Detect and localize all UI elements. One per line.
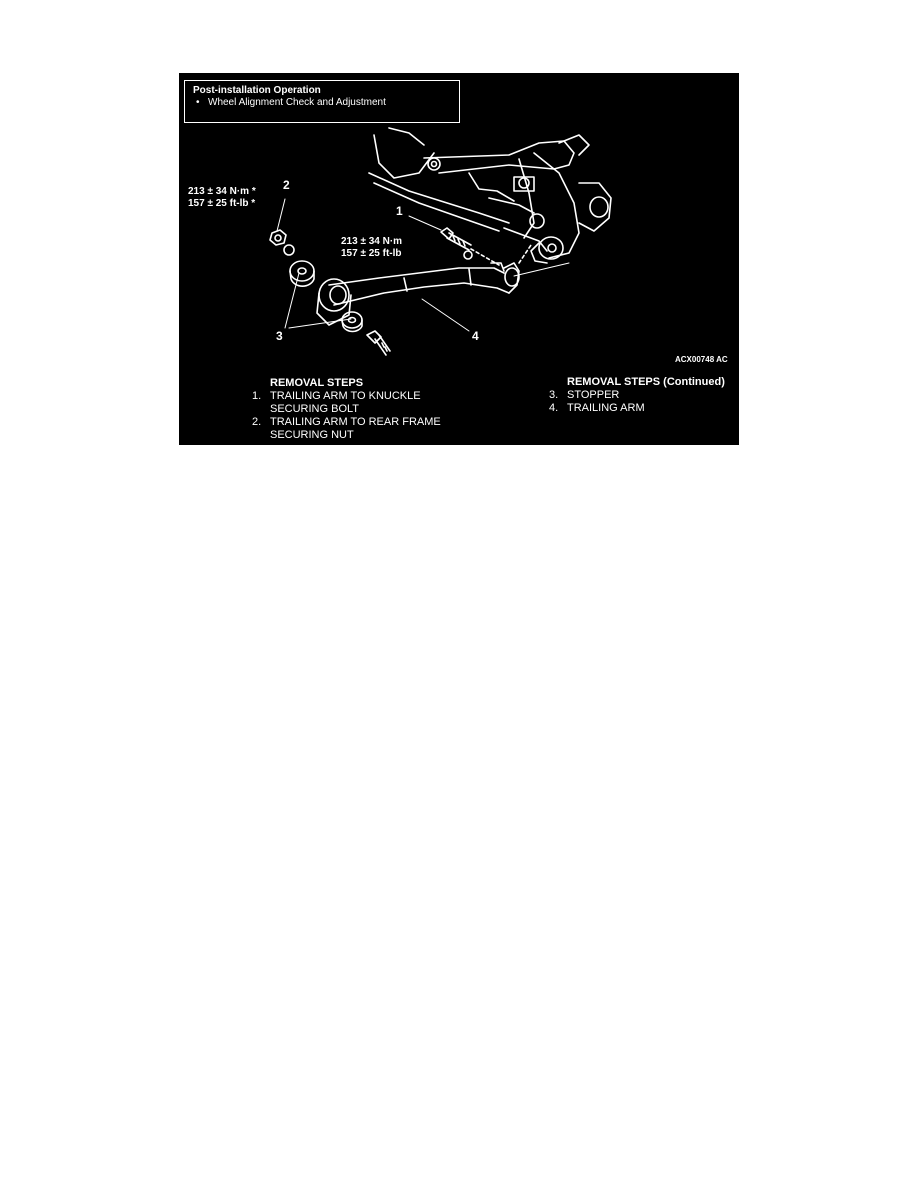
securing-nut-drawing — [269, 229, 295, 256]
knuckle-bushing-drawing — [530, 236, 564, 264]
trailing-arm-diagram: Post-installation Operation Wheel Alignm… — [179, 73, 739, 445]
removal-step-number: 1. — [252, 390, 262, 402]
torque-center-nm: 213 ± 34 N·m — [341, 236, 403, 247]
removal-steps-continued-heading: REMOVAL STEPS (Continued) — [567, 376, 725, 388]
leader-lines — [276, 198, 570, 332]
torque-left-ftlb: 157 ± 25 ft-lb * — [188, 198, 256, 209]
trailing-arm-drawing — [316, 262, 520, 326]
removal-step-4: 4. TRAILING ARM — [549, 402, 725, 415]
removal-step-1: 1. TRAILING ARM TO KNUCKLE SECURING BOLT — [252, 390, 441, 416]
removal-step-text: TRAILING ARM TO KNUCKLE SECURING BOLT — [270, 390, 421, 415]
removal-steps-continued: REMOVAL STEPS (Continued) 3. STOPPER 4. … — [549, 376, 725, 415]
post-installation-note: Post-installation Operation Wheel Alignm… — [184, 80, 460, 123]
removal-step-number: 3. — [549, 389, 559, 401]
knuckle-assembly-drawing — [368, 127, 612, 259]
removal-step-text: TRAILING ARM — [567, 402, 645, 414]
alignment-dash-lines — [470, 244, 532, 266]
removal-step-text: TRAILING ARM TO REAR FRAME SECURING NUT — [270, 416, 441, 441]
post-installation-item: Wheel Alignment Check and Adjustment — [193, 97, 459, 109]
removal-step-text: STOPPER — [567, 389, 620, 401]
removal-step-number: 2. — [252, 416, 262, 428]
figure-code: ACX00748 AC — [675, 355, 728, 364]
callout-4: 4 — [472, 329, 479, 343]
callout-1: 1 — [396, 204, 403, 218]
removal-step-3: 3. STOPPER — [549, 389, 725, 402]
torque-left-nm: 213 ± 34 N·m * — [188, 186, 256, 197]
post-installation-title: Post-installation Operation — [193, 85, 321, 96]
callout-2: 2 — [283, 178, 290, 192]
suspension-illustration — [269, 127, 612, 356]
removal-steps: REMOVAL STEPS 1. TRAILING ARM TO KNUCKLE… — [252, 377, 441, 442]
stopper-drawings — [289, 260, 363, 333]
lower-bolt-drawing — [366, 330, 391, 356]
removal-step-2: 2. TRAILING ARM TO REAR FRAME SECURING N… — [252, 416, 441, 442]
torque-center-ftlb: 157 ± 25 ft-lb — [341, 248, 402, 259]
removal-step-number: 4. — [549, 402, 559, 414]
removal-steps-heading: REMOVAL STEPS — [270, 377, 364, 389]
securing-bolt-drawing — [440, 227, 473, 260]
callout-3: 3 — [276, 329, 283, 343]
